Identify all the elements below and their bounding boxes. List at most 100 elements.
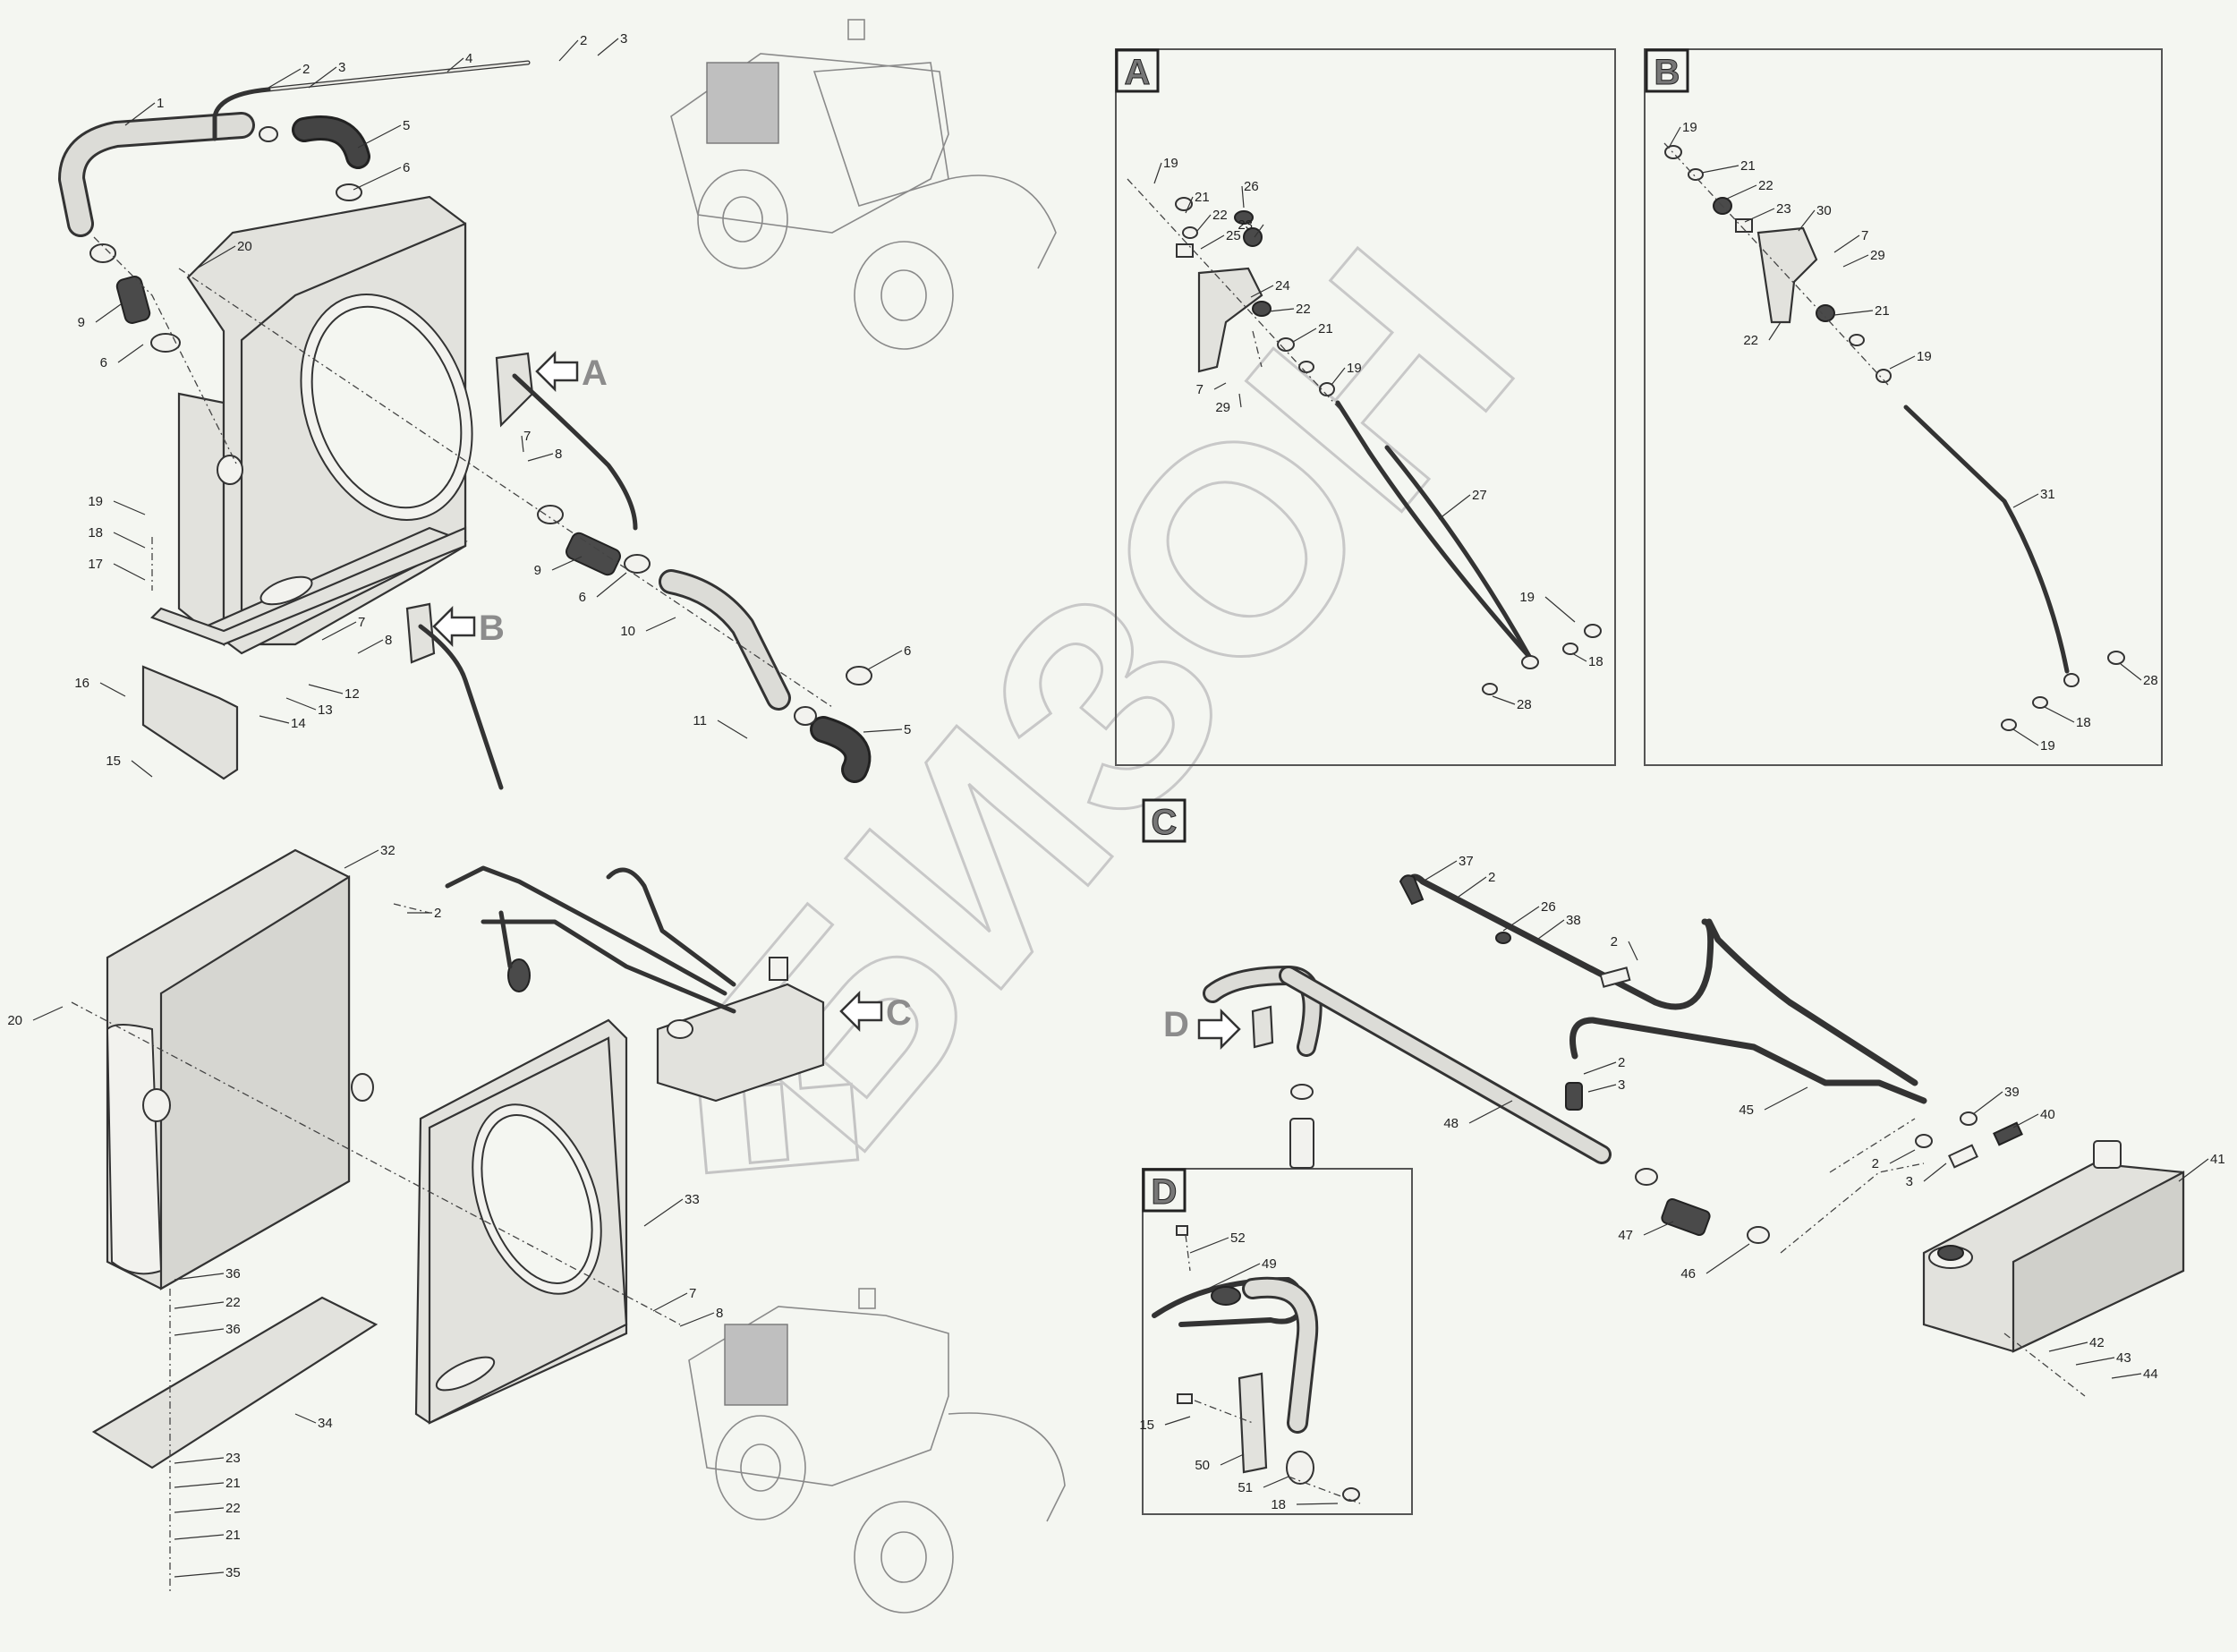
callout-number: 22	[1758, 178, 1773, 193]
callout-number: 7	[1861, 228, 1868, 243]
svg-text:C: C	[886, 993, 912, 1033]
callout-number: 6	[904, 643, 911, 659]
view-label-c: C	[1142, 798, 1187, 843]
view-a-frame	[1115, 48, 1616, 766]
callout-leader	[174, 1301, 225, 1309]
callout-number: 6	[403, 160, 410, 175]
callout-number: 17	[88, 557, 103, 572]
callout-number: 23	[1238, 217, 1253, 233]
callout-number: 3	[620, 31, 627, 47]
callout-leader	[131, 760, 153, 778]
callout-leader	[2044, 706, 2075, 723]
callout-leader	[353, 166, 402, 191]
callout-number: 8	[555, 447, 562, 462]
callout-leader	[1701, 165, 1739, 174]
callout-leader	[32, 1006, 64, 1021]
callout-number: 19	[88, 494, 103, 509]
callout-leader	[113, 563, 146, 581]
callout-leader	[174, 1273, 225, 1281]
callout-number: 38	[1566, 913, 1581, 928]
callout-leader	[174, 1571, 225, 1578]
tractor-thumbnail-top	[670, 19, 1057, 350]
callout-leader	[2075, 1357, 2115, 1366]
callout-leader	[2012, 728, 2039, 746]
callout-number: 3	[1618, 1077, 1625, 1093]
callout-leader	[652, 1292, 688, 1312]
callout-number: 2	[580, 33, 587, 48]
callout-leader	[113, 500, 146, 515]
view-label-a: A	[1115, 48, 1160, 93]
callout-number: 19	[1519, 590, 1535, 605]
callout-number: 34	[318, 1416, 333, 1431]
callout-leader	[357, 639, 384, 654]
callout-number: 20	[7, 1013, 22, 1028]
callout-number: 26	[1541, 899, 1556, 915]
callout-number: 22	[1296, 302, 1311, 317]
callout-leader	[447, 57, 464, 72]
callout-leader	[2120, 663, 2142, 681]
callout-leader	[1668, 126, 1681, 149]
callout-leader	[1153, 162, 1162, 184]
callout-number: 7	[523, 429, 531, 444]
callout-number: 36	[225, 1266, 241, 1282]
callout-leader	[1468, 1100, 1513, 1124]
callout-leader	[2111, 1373, 2142, 1379]
callout-leader	[527, 453, 554, 462]
callout-leader	[174, 1507, 225, 1513]
callout-leader	[679, 1312, 715, 1327]
callout-leader	[1241, 185, 1245, 209]
callout-number: 28	[2143, 673, 2158, 688]
callout-number: 36	[225, 1322, 241, 1337]
callout-leader	[558, 39, 579, 62]
callout-leader	[521, 435, 524, 453]
view-a-parts	[1127, 178, 1602, 695]
callout-leader	[863, 728, 903, 733]
callout-number: 29	[1215, 400, 1230, 415]
callout-number: 2	[302, 62, 310, 77]
callout-leader	[1254, 224, 1264, 238]
callout-leader	[259, 715, 290, 724]
callout-leader	[99, 682, 126, 697]
callout-number: 18	[2076, 715, 2091, 730]
callout-leader	[285, 697, 317, 711]
callout-leader	[117, 344, 144, 363]
view-d-frame	[1142, 1168, 1413, 1515]
svg-text:D: D	[1163, 1005, 1189, 1044]
callout-number: 28	[1517, 697, 1532, 712]
callout-number: 7	[689, 1286, 696, 1301]
callout-leader	[867, 650, 903, 670]
callout-number: 30	[1816, 203, 1832, 218]
svg-text:D: D	[1152, 1172, 1178, 1212]
svg-text:A: A	[582, 353, 608, 393]
pointer-c: C	[839, 990, 912, 1033]
callout-leader	[596, 572, 627, 598]
callout-number: 32	[380, 843, 396, 858]
callout-leader	[174, 1482, 225, 1488]
callout-leader	[1544, 596, 1576, 623]
pointer-b: B	[432, 605, 505, 648]
callout-number: 23	[1776, 201, 1791, 217]
callout-leader	[643, 1198, 684, 1227]
callout-number: 23	[225, 1451, 241, 1466]
callout-leader	[308, 684, 344, 694]
pointer-d: D	[1163, 1005, 1241, 1051]
svg-text:A: A	[1125, 53, 1151, 92]
callout-number: 25	[1226, 228, 1241, 243]
radiator-assembly-lower	[71, 848, 825, 1593]
tractor-thumbnail-lower	[688, 1288, 1066, 1614]
callout-leader	[1768, 321, 1782, 341]
callout-leader	[1571, 652, 1587, 662]
callout-leader	[268, 68, 302, 89]
callout-number: 9	[78, 315, 85, 330]
callout-leader	[1238, 393, 1242, 408]
callout-leader	[1268, 308, 1295, 312]
callout-number: 11	[693, 713, 707, 728]
callout-number: 2	[1618, 1055, 1625, 1070]
pointer-a: A	[535, 350, 608, 393]
callout-leader	[1200, 234, 1225, 250]
view-b-parts	[1663, 142, 2125, 731]
callout-number: 35	[225, 1565, 241, 1580]
callout-leader	[1331, 367, 1346, 386]
callout-leader	[1889, 355, 1916, 370]
callout-leader	[1744, 208, 1775, 223]
